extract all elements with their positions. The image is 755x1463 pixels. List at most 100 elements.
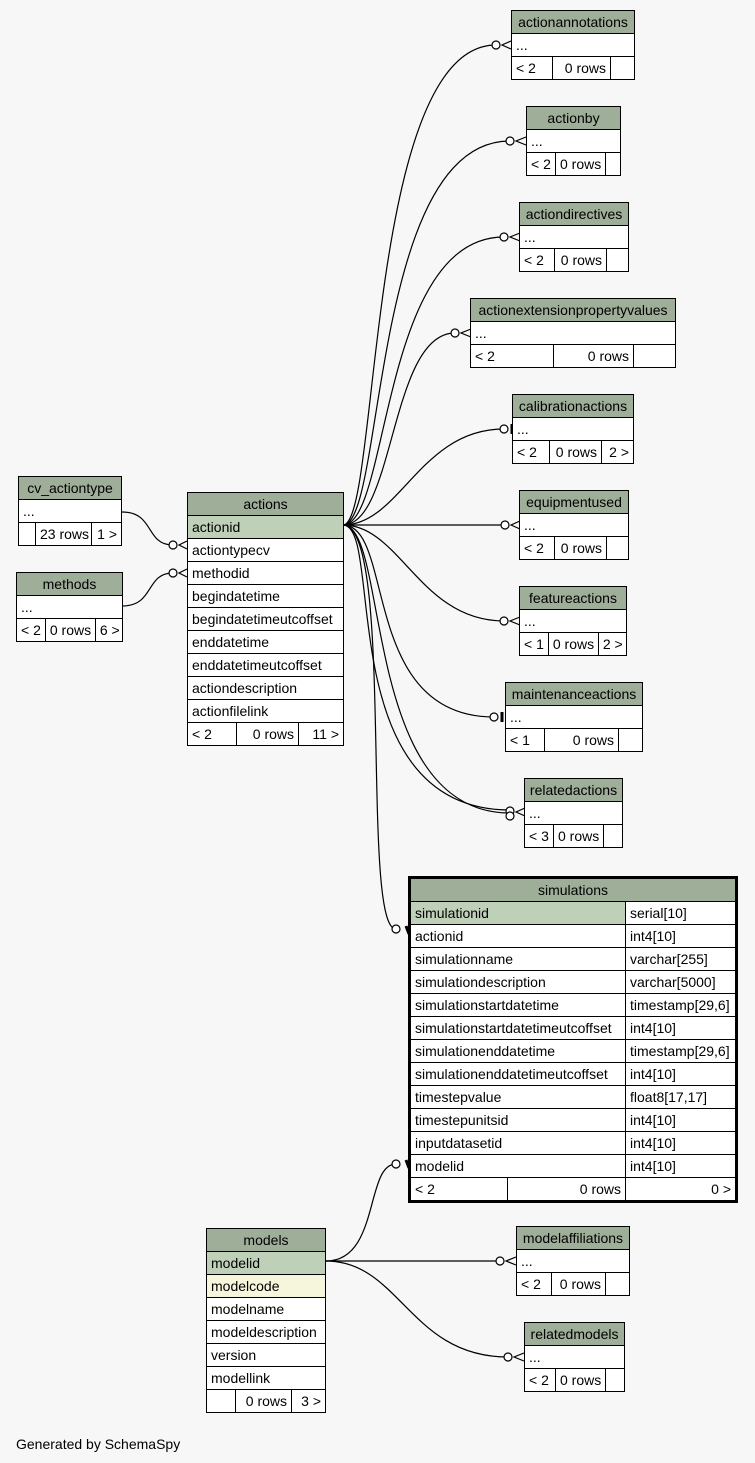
table-title[interactable]: relatedactions [525, 779, 622, 802]
footer-parents[interactable]: < 2 [524, 540, 544, 556]
column-type: int4[10] [625, 1132, 735, 1154]
table-title[interactable]: modelaffiliations [517, 1227, 629, 1250]
table-actions[interactable]: actions actionid actiontypecv methodid b… [187, 492, 344, 746]
footer-parents[interactable]: < 1 [524, 636, 544, 652]
footer-parents[interactable]: < 2 [531, 156, 551, 172]
table-title[interactable]: relatedmodels [525, 1323, 624, 1346]
table-row: ... [513, 418, 633, 441]
column-name: inputdatasetid [415, 1135, 503, 1151]
table-footer: < 2 0 rows [527, 153, 620, 175]
footer-parents[interactable]: < 2 [21, 622, 41, 638]
table-models[interactable]: models modelid modelcode modelname model… [206, 1228, 326, 1413]
column-name: timestepvalue [415, 1089, 502, 1105]
table-title[interactable]: simulations [411, 879, 735, 902]
table-title[interactable]: equipmentused [520, 491, 628, 514]
table-title[interactable]: actiondirectives [520, 203, 628, 226]
column-row: actionfilelink [188, 700, 343, 723]
footer-parents[interactable] [207, 1390, 235, 1412]
column-row: version [207, 1344, 325, 1367]
column-row: begindatetimeutcoffset [188, 608, 343, 631]
table-maintenanceactions[interactable]: maintenanceactions ... < 1 0 rows [505, 682, 643, 752]
footer-rows: 0 rows [552, 57, 610, 79]
table-title[interactable]: actionannotations [512, 11, 634, 34]
footer-parents[interactable]: < 2 [529, 1372, 549, 1388]
table-title[interactable]: calibrationactions [513, 395, 633, 418]
footer-children[interactable] [605, 153, 620, 175]
table-calibrationactions[interactable]: calibrationactions ... < 2 0 rows 2 > [512, 394, 634, 464]
footer-children[interactable] [606, 249, 628, 271]
column-type: int4[10] [625, 1017, 735, 1039]
table-title[interactable]: actionby [527, 107, 620, 130]
footer-children[interactable] [603, 825, 622, 847]
footer-parents[interactable]: < 2 [517, 444, 537, 460]
table-relatedmodels[interactable]: relatedmodels ... < 2 0 rows [524, 1322, 625, 1392]
footer-parents[interactable]: < 3 [529, 828, 549, 844]
column-type: int4[10] [625, 925, 735, 947]
footer-children[interactable]: 11 > [298, 723, 343, 745]
column-type: timestamp[29,6] [625, 1040, 735, 1062]
table-actiondirectives[interactable]: actiondirectives ... < 2 0 rows [519, 202, 629, 272]
table-footer: < 2 0 rows [471, 345, 675, 367]
table-title[interactable]: actionextensionpropertyvalues [471, 299, 675, 322]
footer-parents[interactable]: < 2 [415, 1181, 435, 1197]
footer-children[interactable] [633, 345, 675, 367]
footer-children[interactable] [606, 537, 628, 559]
footer-parents[interactable]: < 2 [475, 348, 495, 364]
table-featureactions[interactable]: featureactions ... < 1 0 rows 2 > [519, 586, 627, 656]
footer-rows: 0 rows [549, 441, 601, 463]
table-title[interactable]: models [207, 1229, 325, 1252]
footer-parents[interactable]: < 2 [524, 252, 544, 268]
table-actionannotations[interactable]: actionannotations ... < 2 0 rows [511, 10, 635, 80]
footer-children[interactable] [618, 729, 642, 751]
column-row: actiondescription [188, 677, 343, 700]
table-methods[interactable]: methods ... < 2 0 rows 6 > [16, 572, 123, 642]
footer-rows: 0 rows [553, 345, 633, 367]
table-footer: < 1 0 rows [506, 729, 642, 751]
table-title[interactable]: cv_actiontype [19, 477, 121, 500]
column-type: int4[10] [625, 1155, 735, 1177]
footer-children[interactable]: 3 > [291, 1390, 325, 1412]
footer-children[interactable] [610, 57, 634, 79]
table-actionextensionpropertyvalues[interactable]: actionextensionpropertyvalues ... < 2 0 … [470, 298, 676, 368]
table-footer: 23 rows 1 > [19, 523, 121, 545]
footer-children[interactable]: 2 > [601, 441, 633, 463]
column-row: methodid [188, 562, 343, 585]
footer-rows: 0 rows [555, 1369, 605, 1391]
table-row: ... [506, 706, 642, 729]
column-row: modelname [207, 1298, 325, 1321]
footer-rows: 0 rows [235, 1390, 291, 1412]
table-title[interactable]: featureactions [520, 587, 626, 610]
table-title[interactable]: actions [188, 493, 343, 516]
column-row-pk: actionid [188, 516, 343, 539]
table-cv-actiontype[interactable]: cv_actiontype ... 23 rows 1 > [18, 476, 122, 546]
footer-children[interactable]: 2 > [597, 633, 627, 655]
footer-parents[interactable]: < 2 [192, 726, 212, 742]
table-title[interactable]: methods [17, 573, 122, 596]
footer-rows: 0 rows [507, 1178, 625, 1200]
footer-children[interactable]: 6 > [94, 619, 124, 641]
footer-children[interactable]: 0 > [625, 1178, 735, 1200]
table-actionby[interactable]: actionby ... < 2 0 rows [526, 106, 621, 176]
table-row: ... [525, 1346, 624, 1369]
table-equipmentused[interactable]: equipmentused ... < 2 0 rows [519, 490, 629, 560]
footer-parents[interactable] [19, 523, 35, 545]
table-title[interactable]: maintenanceactions [506, 683, 642, 706]
table-relatedactions[interactable]: relatedactions ... < 3 0 rows [524, 778, 623, 848]
footer-rows: 23 rows [35, 523, 91, 545]
footer-parents[interactable]: < 2 [521, 1276, 541, 1292]
footer-children[interactable] [605, 1273, 629, 1295]
footer-parents[interactable]: < 1 [510, 732, 530, 748]
column-row-pk: modelid [207, 1252, 325, 1275]
footer-children[interactable] [605, 1369, 624, 1391]
table-modelaffiliations[interactable]: modelaffiliations ... < 2 0 rows [516, 1226, 630, 1296]
footer-parents[interactable]: < 2 [516, 60, 536, 76]
footer-children[interactable]: 1 > [91, 523, 121, 545]
column-name: simulationdescription [415, 974, 546, 990]
column-name: simulationenddatetime [415, 1043, 556, 1059]
